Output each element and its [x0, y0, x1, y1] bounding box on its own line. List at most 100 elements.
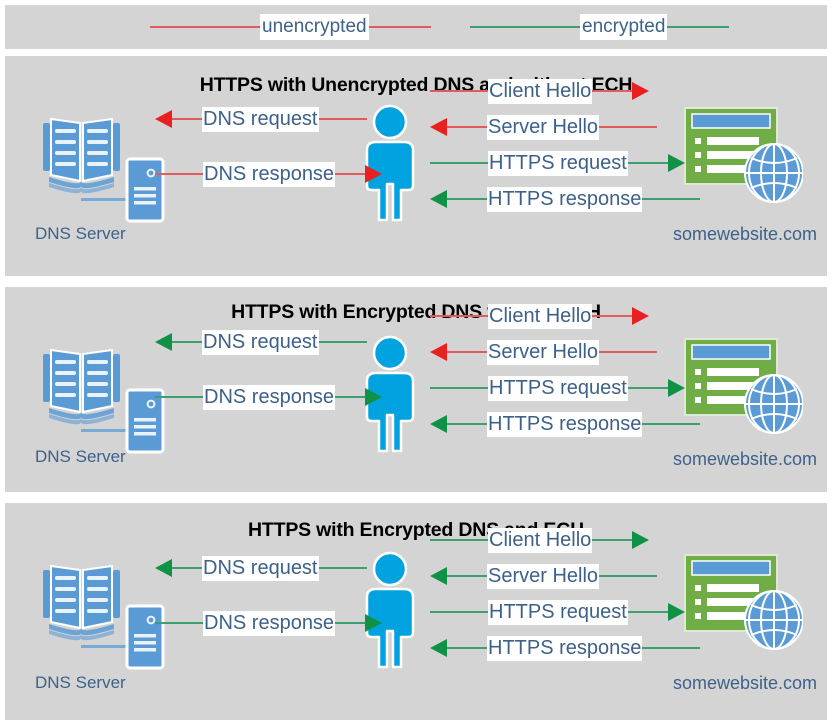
flow-line [592, 90, 633, 92]
flow-row: HTTPS response [430, 635, 701, 661]
flow-row: DNS response [155, 384, 383, 410]
flow-label: HTTPS request [488, 150, 628, 176]
flow-line [172, 567, 202, 569]
book-and-server-icon [35, 558, 170, 673]
arrow-head-left-icon [430, 415, 447, 433]
flow-row: DNS response [155, 610, 383, 636]
scenario-panel: HTTPS with Encrypted DNS without ECH [5, 287, 827, 492]
arrow-head-left-icon [430, 118, 447, 136]
flow-label: DNS response [203, 610, 336, 636]
person-icon [355, 551, 425, 671]
flow-row: HTTPS request [430, 150, 685, 176]
flow-line [627, 387, 668, 389]
website-label: somewebsite.com [672, 449, 818, 469]
flow-row: DNS request [155, 329, 367, 355]
flow-line [599, 575, 658, 577]
flow-line [430, 387, 488, 389]
flow-line [627, 611, 668, 613]
browser-window-globe-icon [683, 335, 804, 450]
flow-line [447, 351, 487, 353]
scenario-panel: HTTPS with Encrypted DNS and ECH [5, 503, 827, 720]
legend-line-icon [667, 26, 730, 28]
dns-server-label: DNS Server [35, 447, 126, 466]
flow-row: Client Hello [430, 527, 650, 553]
legend-item-unencrypted: unencrypted [150, 5, 431, 49]
flow-line [318, 118, 367, 120]
flow-row: DNS request [155, 555, 367, 581]
flow-label: DNS request [202, 555, 319, 581]
legend-line-icon [368, 26, 431, 28]
flow-line [430, 539, 488, 541]
flow-label: HTTPS response [487, 186, 643, 212]
legend-item-encrypted: encrypted [470, 5, 730, 49]
arrow-head-right-icon [632, 82, 650, 100]
arrow-head-right-icon [667, 379, 685, 397]
flow-row: HTTPS request [430, 599, 685, 625]
flow-line [318, 341, 367, 343]
panel-title: HTTPS with Unencrypted DNS and without E… [199, 74, 633, 96]
flow-label: HTTPS request [488, 375, 628, 401]
flow-line [447, 423, 487, 425]
flow-line [155, 173, 203, 175]
flow-row: HTTPS request [430, 375, 685, 401]
arrow-head-left-icon [430, 190, 447, 208]
arrow-head-right-icon [667, 603, 685, 621]
flow-label: Client Hello [488, 527, 593, 553]
panel-title: HTTPS with Encrypted DNS without ECH [231, 301, 601, 323]
book-and-server-icon [35, 342, 170, 457]
flow-label: DNS request [202, 329, 319, 355]
flow-row: Server Hello [430, 339, 658, 365]
flow-line [430, 90, 488, 92]
flow-line [599, 126, 658, 128]
flow-label: HTTPS response [487, 411, 643, 437]
flow-label: HTTPS response [487, 635, 643, 661]
flow-line [447, 198, 487, 200]
book-and-server-icon [35, 111, 170, 226]
arrow-head-left-icon [430, 639, 447, 657]
arrow-head-left-icon [155, 559, 172, 577]
flow-line [592, 315, 633, 317]
arrow-head-right-icon [365, 614, 383, 632]
flow-line [642, 423, 701, 425]
website-label: somewebsite.com [672, 224, 818, 244]
flow-row: Server Hello [430, 114, 658, 140]
flow-label: Client Hello [488, 78, 593, 104]
arrow-head-right-icon [365, 388, 383, 406]
person-icon [355, 104, 425, 224]
flow-row: DNS request [155, 106, 367, 132]
legend: unencrypted encrypted [5, 5, 827, 49]
flow-line [430, 162, 488, 164]
flow-label: DNS response [203, 384, 336, 410]
flow-line [155, 396, 203, 398]
flow-label: DNS request [202, 106, 319, 132]
flow-line [172, 118, 202, 120]
flow-line [430, 611, 488, 613]
scenario-panel: HTTPS with Unencrypted DNS and without E… [5, 56, 827, 276]
flow-line [447, 575, 487, 577]
website-label: somewebsite.com [672, 673, 818, 693]
flow-label: Client Hello [488, 303, 593, 329]
flow-label: Server Hello [487, 339, 600, 365]
browser-window-globe-icon [683, 104, 804, 219]
flow-line [599, 351, 658, 353]
arrow-head-left-icon [430, 343, 447, 361]
flow-line [447, 647, 487, 649]
legend-label: encrypted [580, 14, 668, 40]
flow-row: HTTPS response [430, 411, 701, 437]
flow-line [627, 162, 668, 164]
arrow-head-left-icon [155, 333, 172, 351]
flow-line [642, 647, 701, 649]
panel-title: HTTPS with Encrypted DNS and ECH [248, 519, 584, 541]
flow-row: Server Hello [430, 563, 658, 589]
flow-line [447, 126, 487, 128]
flow-line [318, 567, 367, 569]
flow-row: Client Hello [430, 303, 650, 329]
flow-line [155, 622, 203, 624]
flow-row: HTTPS response [430, 186, 701, 212]
dns-server-label: DNS Server [35, 673, 126, 692]
flow-line [430, 315, 488, 317]
arrow-head-left-icon [430, 567, 447, 585]
arrow-head-right-icon [632, 307, 650, 325]
flow-line [642, 198, 701, 200]
